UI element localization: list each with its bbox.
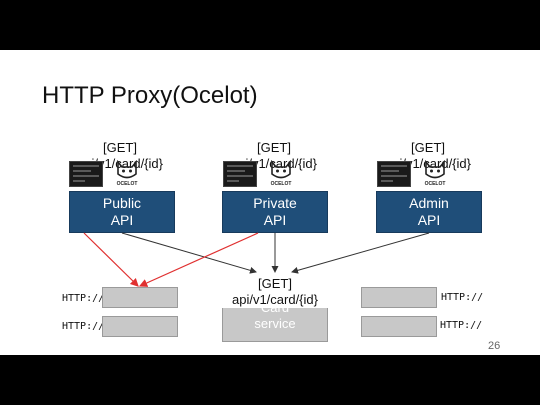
terminal-screenshot-icon xyxy=(69,161,103,187)
svg-text:OCELOT: OCELOT xyxy=(117,181,138,186)
admin-api-box: Admin API xyxy=(376,191,482,233)
arrow-public-to-left-service xyxy=(83,232,139,287)
slide-title: HTTP Proxy(Ocelot) xyxy=(42,82,258,109)
ocelot-logo-icon: OCELOT xyxy=(425,160,446,186)
service-box-right-1 xyxy=(361,287,437,308)
svg-text:OCELOT: OCELOT xyxy=(271,181,292,186)
slide: HTTP Proxy(Ocelot) [GET] api/v1/card/{id… xyxy=(0,50,540,355)
card-service-line2: service xyxy=(254,316,296,331)
route-method: [GET] xyxy=(103,140,137,155)
http-label: HTTP:// xyxy=(62,321,105,332)
api-label-line1: Private xyxy=(253,195,297,211)
route-method: [GET] xyxy=(411,140,445,155)
http-label: HTTP:// xyxy=(440,320,483,331)
terminal-screenshot-icon xyxy=(223,161,257,187)
svg-text:OCELOT: OCELOT xyxy=(425,181,446,186)
api-label-line2: API xyxy=(263,212,287,228)
service-box-left-2 xyxy=(102,316,178,337)
arrow-private-to-left-service xyxy=(138,232,259,287)
arrow-public-to-card xyxy=(121,232,257,274)
page-number: 26 xyxy=(488,340,501,352)
ocelot-logo-icon: OCELOT xyxy=(271,160,292,186)
private-api-box: Private API xyxy=(222,191,328,233)
api-label-line1: Admin xyxy=(409,195,449,211)
route-method: [GET] xyxy=(257,140,291,155)
service-box-left-1 xyxy=(102,287,178,308)
http-label: HTTP:// xyxy=(441,292,484,303)
ocelot-logo-icon: OCELOT xyxy=(117,160,138,186)
api-label-line2: API xyxy=(417,212,441,228)
connector-arrows xyxy=(83,232,430,287)
service-box-right-2 xyxy=(361,316,437,337)
arrow-admin-to-card xyxy=(291,232,430,274)
api-label-line2: API xyxy=(110,212,134,228)
http-label: HTTP:// xyxy=(62,293,105,304)
api-label-line1: Public xyxy=(102,195,142,211)
public-api-box: Public API xyxy=(69,191,175,233)
terminal-screenshot-icon xyxy=(377,161,411,187)
card-service-route-label: [GET] api/v1/card/{id} xyxy=(220,276,330,308)
route-path: api/v1/card/{id} xyxy=(231,292,318,307)
route-method: [GET] xyxy=(258,276,292,291)
